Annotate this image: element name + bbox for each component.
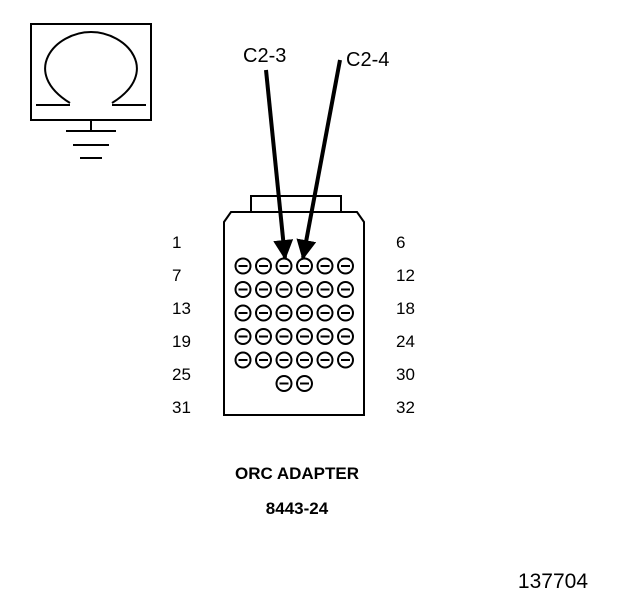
callout-arrow: [264, 69, 294, 260]
pin-label-right: 12: [396, 266, 415, 285]
connector-pin: [316, 257, 334, 275]
connector-pin: [234, 328, 252, 345]
connector-pin: [296, 304, 313, 322]
callout-c2-3: C2-3: [243, 45, 294, 260]
connector-pin: [296, 375, 313, 392]
connector-body: [223, 195, 365, 416]
connector-pin: [234, 351, 252, 369]
connector-pin: [316, 328, 334, 345]
pin-label-right: 18: [396, 299, 415, 318]
connector-pin: [316, 304, 334, 322]
pin-label-right: 30: [396, 365, 415, 384]
connector-pin: [275, 375, 293, 392]
connector-pin: [275, 304, 293, 322]
callout-c2-4: C2-4: [296, 49, 389, 260]
connector-name: ORC ADAPTER: [235, 464, 359, 483]
figure-number: 137704: [518, 570, 588, 593]
connector-pin: [337, 257, 354, 275]
connector-pin: [234, 281, 252, 298]
connector-pin: [337, 328, 354, 345]
pin-label-right: 32: [396, 398, 415, 417]
pin-label-left: 25: [172, 365, 191, 384]
pin-label-left: 7: [172, 266, 181, 285]
connector-pin: [255, 304, 272, 322]
connector-pin: [296, 281, 313, 298]
connector-pin: [255, 351, 272, 369]
connector-pin: [337, 304, 354, 322]
connector-pin: [275, 351, 293, 369]
connector-pin: [316, 351, 334, 369]
connector-pins: [234, 257, 354, 392]
connector-pin: [337, 281, 354, 298]
callout-label: C2-4: [346, 49, 389, 71]
pin-label-left: 13: [172, 299, 191, 318]
pin-labels-left: 1 7 13 19 25 31: [172, 233, 191, 417]
connector-pin: [316, 281, 334, 298]
connector-pin: [234, 304, 252, 322]
ohmmeter-ground-icon: [30, 23, 152, 159]
connector-pin: [296, 351, 313, 369]
pin-label-right: 6: [396, 233, 405, 252]
connector-pin: [296, 328, 313, 345]
pin-label-left: 1: [172, 233, 181, 252]
connector-pin: [234, 257, 252, 275]
connector-pin: [255, 257, 272, 275]
connector-part-number: 8443-24: [266, 499, 329, 518]
pin-label-left: 31: [172, 398, 191, 417]
connector-pin: [275, 281, 293, 298]
connector-pin: [337, 351, 354, 369]
pin-label-left: 19: [172, 332, 191, 351]
connector-pin: [275, 328, 293, 345]
connector-pin: [275, 257, 293, 275]
connector-pin: [296, 257, 313, 275]
callout-label: C2-3: [243, 45, 286, 67]
callout-arrow: [296, 59, 342, 260]
connector-pin: [255, 281, 272, 298]
connector-pin: [255, 328, 272, 345]
pin-label-right: 24: [396, 332, 415, 351]
pin-labels-right: 6 12 18 24 30 32: [396, 233, 415, 417]
